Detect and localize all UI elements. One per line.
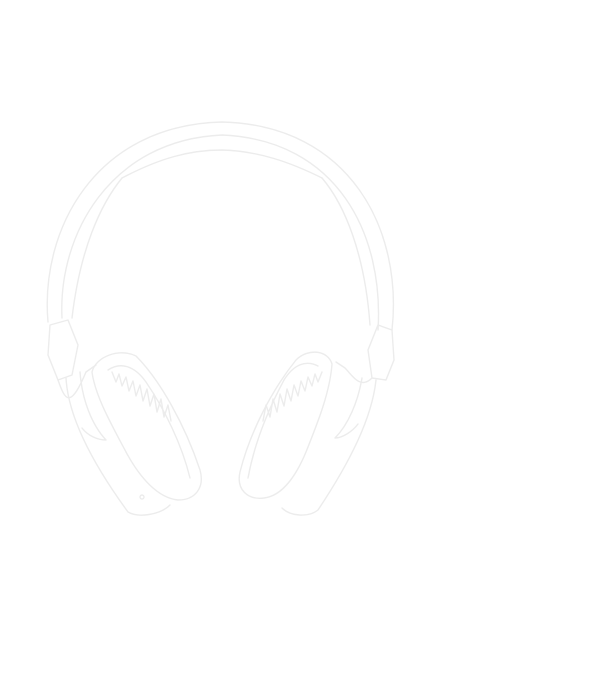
left-ear-pad xyxy=(91,352,202,501)
headband-outer xyxy=(46,121,395,331)
right-ear-pad xyxy=(238,351,333,499)
left-earcup-shell xyxy=(65,377,171,516)
left-yoke xyxy=(57,364,97,399)
right-ear-pad-inner xyxy=(247,362,319,479)
left-earcup-button xyxy=(139,494,145,500)
headband-cushion xyxy=(121,149,323,179)
right-hinge xyxy=(367,324,395,381)
left-ear-pad-texture xyxy=(111,371,172,422)
right-ear-pad-texture xyxy=(262,371,323,422)
right-earcup-shell-inner xyxy=(334,377,363,439)
left-earcup-shell-inner xyxy=(79,371,107,441)
right-earcup-shell xyxy=(281,379,377,516)
headband-cushion-left-end xyxy=(71,177,123,319)
headband-inner xyxy=(61,134,380,331)
left-ear-pad-inner xyxy=(107,365,191,479)
headband-cushion-right-end xyxy=(321,177,371,326)
left-hinge xyxy=(47,319,79,381)
headphones-drawing xyxy=(46,121,395,516)
right-yoke xyxy=(335,361,373,384)
